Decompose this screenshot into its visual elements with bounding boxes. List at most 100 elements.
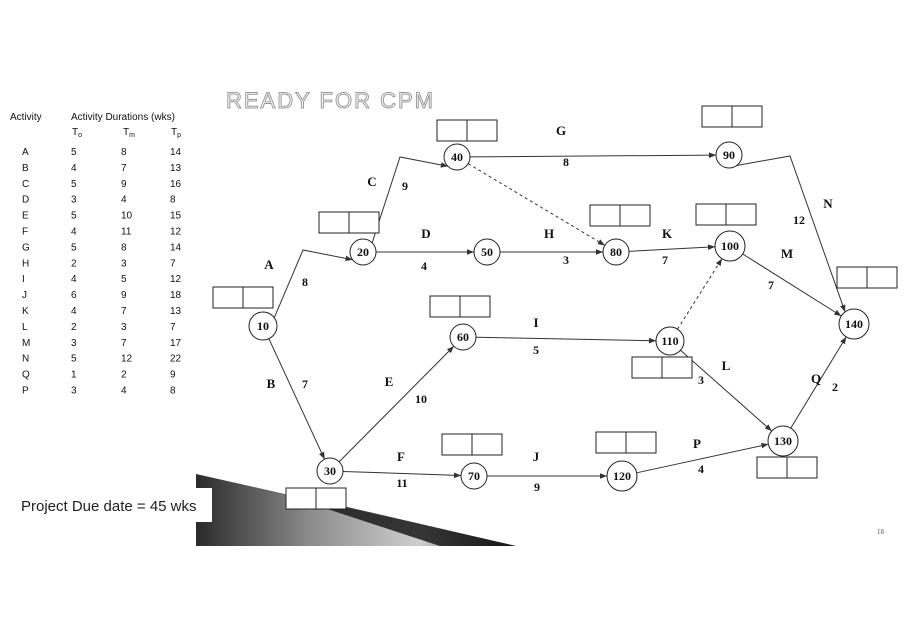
to-cell: 5 [71,242,77,253]
activity-letter: P [693,436,701,451]
activity-duration: 7 [768,278,774,292]
node-label: 70 [468,469,480,483]
tm-cell: 7 [121,163,127,174]
node-label: 130 [774,434,792,448]
to-cell: 4 [71,227,77,238]
slack-box [213,287,273,308]
to-cell: 6 [71,290,77,301]
activity-letter: A [264,257,274,272]
activity-cell: D [22,195,29,206]
network-node: 10 [249,312,277,340]
slide-title: READY FOR CPM [226,88,435,113]
to-cell: 2 [71,258,77,269]
activity-duration: 4 [698,462,704,476]
tp-cell: 12 [170,227,182,238]
activity-arrow-b [269,339,325,459]
tp-cell: 17 [170,338,182,349]
activity-cell: J [22,290,27,301]
activity-arrow-i [476,337,656,340]
node-label: 140 [845,317,863,331]
activity-arrow-g [470,155,716,157]
node-label: 80 [610,245,622,259]
tp-cell: 12 [170,274,182,285]
to-cell: 1 [71,370,77,381]
to-cell: 5 [71,179,77,190]
tp-cell: 18 [170,290,182,301]
activity-cell: P [22,386,29,397]
activity-cell: G [22,242,30,253]
page-number: 18 [877,528,885,536]
network-node: 30 [317,458,343,484]
network-node: 100 [715,231,745,261]
tm-cell: 2 [121,370,127,381]
node-label: 10 [257,319,269,333]
table-rows: A5814B4713C5916D348E51015F41112G5814H237… [22,147,182,397]
slack-box [837,267,897,288]
activity-cell: I [22,274,25,285]
tm-cell: 7 [121,306,127,317]
activity-duration: 10 [415,392,427,406]
col-header-tm: Tm [123,127,135,139]
network-node: 90 [716,142,742,168]
activity-letter: C [367,174,376,189]
tm-cell: 5 [121,274,127,285]
to-cell: 2 [71,322,77,333]
activity-arrow-e [339,346,454,462]
node-label: 40 [451,150,463,164]
activity-letter: Q [811,371,821,386]
network-node: 50 [474,239,500,265]
to-cell: 3 [71,195,77,206]
tm-cell: 9 [121,290,127,301]
table-row: A5814 [22,147,182,158]
activity-duration: 9 [534,480,540,494]
network-node: 140 [839,309,869,339]
tp-cell: 16 [170,179,182,190]
tp-cell: 14 [170,242,182,253]
activity-cell: E [22,211,29,222]
tm-cell: 11 [121,227,132,238]
network-node: 20 [350,239,376,265]
tp-cell: 13 [170,163,182,174]
node-label: 20 [357,245,369,259]
activity-letter: L [722,358,731,373]
activity-cell: H [22,258,29,269]
activity-letter: K [662,226,673,241]
activity-duration: 8 [563,155,569,169]
slack-box [590,205,650,226]
slack-box [596,432,656,453]
network-node: 60 [450,324,476,350]
tm-cell: 12 [121,354,133,365]
activity-header: Activity [10,112,42,123]
slack-box [757,457,817,478]
col-header-tm-sub: m [129,132,135,139]
node-label: 110 [661,334,678,348]
tp-cell: 14 [170,147,182,158]
network-dummy-edges [468,164,722,329]
tp-cell: 22 [170,354,182,365]
activity-letter: M [781,246,793,261]
network-node: 40 [444,144,470,170]
network-node: 130 [768,426,798,456]
tp-cell: 7 [170,322,176,333]
activity-duration: 12 [793,213,805,227]
to-cell: 3 [71,338,77,349]
tm-cell: 8 [121,147,127,158]
network-edges [269,155,846,476]
activity-duration: 9 [402,179,408,193]
activity-arrow-k [629,247,715,252]
activity-arrow-m [743,254,842,316]
to-cell: 5 [71,354,77,365]
slack-box [286,488,346,509]
durations-header: Activity Durations (wks) [71,112,175,123]
to-cell: 4 [71,306,77,317]
tp-cell: 13 [170,306,182,317]
node-label: 30 [324,464,336,478]
node-label: 60 [457,330,469,344]
table-row: J 6 9 18 [22,290,182,301]
activity-letter: F [397,449,405,464]
activity-duration: 3 [698,373,704,387]
